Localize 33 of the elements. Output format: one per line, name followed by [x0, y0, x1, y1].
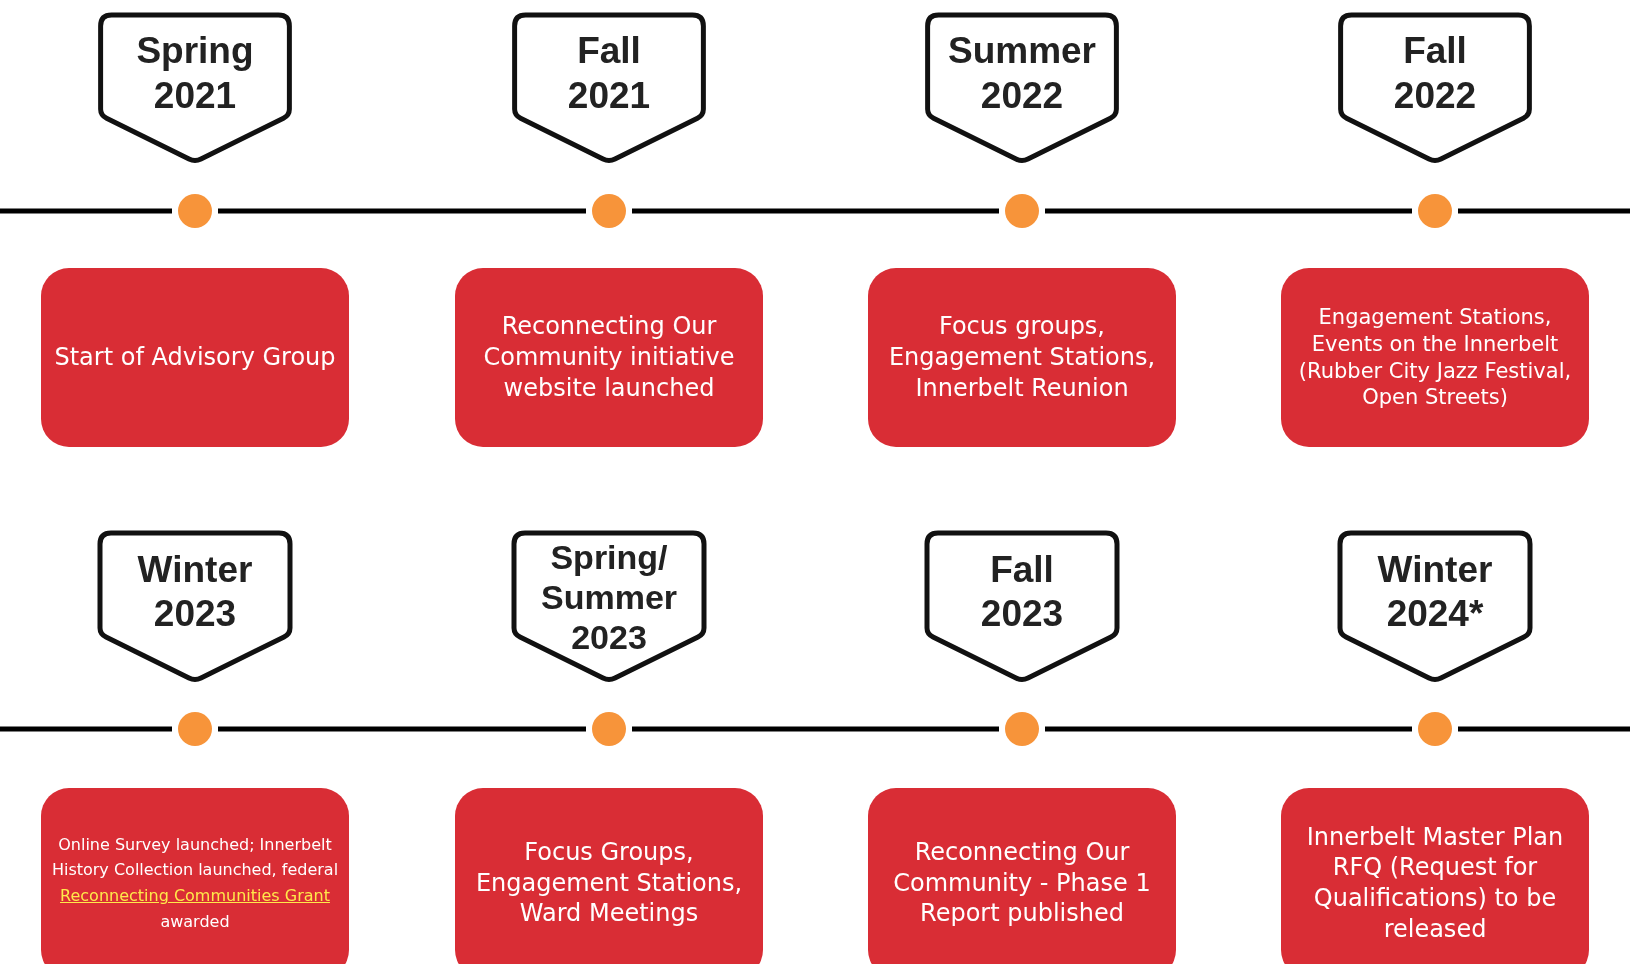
event-box — [455, 788, 763, 964]
season-label: Winter 2023 — [136, 547, 254, 636]
season-label: Fall 2021 — [566, 29, 652, 118]
event-description: Start of Advisory Group — [54, 342, 336, 373]
event-description: Innerbelt Master Plan RFQ (Request for Qualifications) to be released — [1305, 821, 1565, 945]
season-marker — [97, 530, 293, 684]
season-marker — [511, 12, 707, 165]
grant-link: Reconnecting Communities Grant — [60, 886, 330, 905]
season-label: Spring 2021 — [135, 29, 255, 118]
season-marker — [1337, 530, 1533, 684]
event-box — [1281, 788, 1589, 964]
season-label: Spring/ Summer 2023 — [539, 538, 679, 658]
event-box — [868, 268, 1176, 447]
event-description: Reconnecting Our Community initiative website launched — [482, 311, 736, 404]
season-marker — [924, 12, 1120, 165]
event-box — [868, 788, 1176, 964]
season-marker — [97, 12, 293, 165]
season-label: Summer 2022 — [947, 29, 1097, 118]
season-marker — [1337, 12, 1533, 165]
season-label: Winter 2024* — [1376, 547, 1494, 636]
event-box — [41, 788, 349, 964]
season-marker — [924, 530, 1120, 684]
event-box — [1281, 268, 1589, 447]
event-box — [455, 268, 763, 447]
event-description: Focus groups, Engagement Stations, Innerbelt Reunion — [887, 311, 1157, 404]
season-label: Fall 2023 — [979, 547, 1065, 636]
event-description: Engagement Stations, Events on the Innerbelt (Rubber City Jazz Festival, Open Streets) — [1297, 304, 1573, 411]
event-description: Online Survey launched; Innerbelt History Collection launched, federal Reconnecting Communities Grant awarded — [50, 833, 340, 933]
event-description: Reconnecting Our Community - Phase 1 Report published — [892, 836, 1152, 930]
event-description: Focus Groups, Engagement Stations, Ward Meetings — [474, 836, 744, 930]
season-marker — [511, 530, 707, 684]
season-label: Fall 2022 — [1392, 29, 1478, 118]
event-box — [41, 268, 349, 447]
